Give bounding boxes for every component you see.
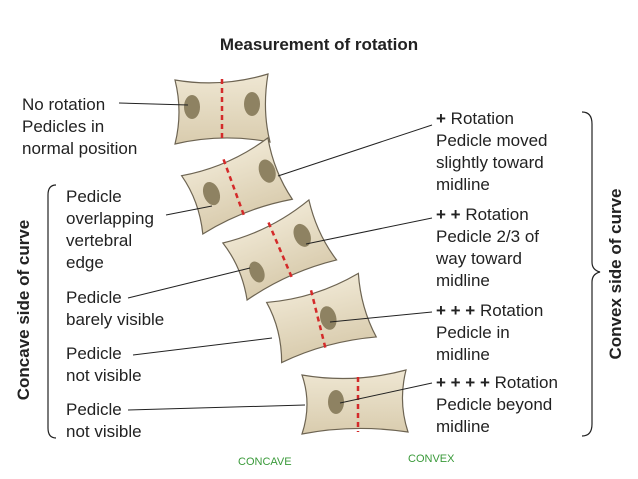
vertebra-no-rotation: [174, 73, 271, 145]
vertebra-plus-rotation: [180, 136, 294, 235]
label-line: vertebral: [66, 231, 133, 250]
label-line: Rotation: [494, 373, 558, 392]
concave-bracket: [47, 184, 57, 439]
convex-side-label: Convex side of curve: [606, 188, 625, 360]
diagram-title: Measurement of rotation: [219, 35, 419, 54]
pedicle-right: [244, 92, 260, 116]
label-3plus-rotation: + + + Rotation Pedicle in midline: [436, 300, 543, 366]
pedicle-right: [319, 306, 337, 330]
label-line: midline: [436, 271, 490, 290]
label-pedicle-barely-visible: Pedicle barely visible: [66, 287, 164, 331]
rotation-grade: +: [436, 109, 446, 128]
label-line: Rotation: [450, 109, 514, 128]
label-line: normal position: [22, 139, 138, 158]
vertebra-4plus-rotation: [301, 369, 409, 435]
vertebra-3plus-rotation: [265, 272, 378, 364]
midline-marker: [309, 290, 328, 350]
midline-marker: [222, 158, 245, 216]
label-line: Pedicle 2/3 of: [436, 227, 540, 246]
label-line: overlapping: [66, 209, 154, 228]
label-line: Pedicle moved: [436, 131, 548, 150]
label-pedicle-not-visible-1: Pedicle not visible: [66, 343, 142, 387]
label-line: Pedicle in: [436, 323, 510, 342]
convex-bracket: [581, 111, 601, 437]
midline-marker: [267, 222, 294, 280]
right-leader-lines: [277, 124, 433, 404]
label-line: Pedicle beyond: [436, 395, 553, 414]
label-line: not visible: [66, 366, 142, 385]
label-line: midline: [436, 417, 490, 436]
label-line: not visible: [66, 422, 142, 441]
label-plus-rotation: + Rotation Pedicle moved slightly toward…: [436, 108, 548, 196]
label-line: barely visible: [66, 310, 165, 329]
label-no-rotation: No rotation Pedicles in normal position: [22, 94, 137, 160]
vertebra-2plus-rotation: [221, 198, 338, 302]
label-line: Pedicle: [66, 400, 122, 419]
label-line: Rotation: [479, 301, 544, 320]
left-leader-lines: [118, 102, 306, 411]
label-line: Pedicle: [66, 187, 122, 206]
pedicle-left: [184, 95, 200, 119]
label-line: Pedicle: [66, 344, 122, 363]
label-2plus-rotation: + + Rotation Pedicle 2/3 of way toward m…: [436, 204, 539, 292]
pedicle-right: [293, 223, 311, 247]
pedicle-left: [202, 181, 221, 206]
rotation-grade: + + + +: [436, 373, 490, 392]
pedicle-right: [258, 159, 276, 183]
footer-concave: CONCAVE: [238, 456, 292, 468]
label-line: way toward: [436, 249, 522, 268]
label-pedicle-overlapping: Pedicle overlapping vertebral edge: [66, 186, 154, 274]
label-line: Pedicles in: [22, 117, 105, 136]
label-line: midline: [436, 345, 490, 364]
label-line: Rotation: [465, 205, 529, 224]
label-line: Pedicle: [66, 288, 122, 307]
label-pedicle-not-visible-2: Pedicle not visible: [66, 399, 142, 443]
label-4plus-rotation: + + + + Rotation Pedicle beyond midline: [436, 372, 558, 438]
label-line: edge: [66, 253, 104, 272]
rotation-grade: + +: [436, 205, 461, 224]
label-line: No rotation: [22, 95, 106, 114]
pedicle-left: [249, 261, 265, 283]
concave-side-label: Concave side of curve: [14, 219, 33, 401]
rotation-grade: + + +: [436, 301, 476, 320]
footer-convex: CONVEX: [408, 453, 455, 465]
label-line: midline: [436, 175, 490, 194]
pedicle-right: [328, 390, 344, 414]
label-line: slightly toward: [436, 153, 544, 172]
